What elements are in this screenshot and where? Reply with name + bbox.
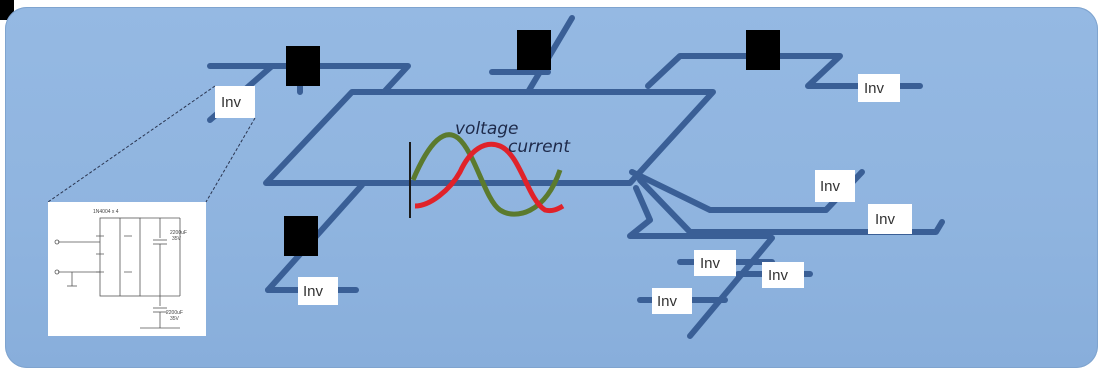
inverter-label: Inv [221, 94, 242, 111]
schematic-cap-top-voltage: 35V [172, 236, 182, 242]
inverter-box: Inv [215, 86, 255, 118]
transformer-icon [286, 46, 320, 86]
inverter-box: Inv [815, 170, 855, 202]
schematic-cap-bottom-voltage: 35V [170, 316, 180, 322]
feeder-right-2 [637, 177, 945, 235]
voltage-wave [410, 132, 563, 217]
feeder-top-right [645, 53, 923, 89]
main-grid-loop [263, 89, 716, 186]
inverter-label: Inv [700, 255, 721, 272]
inverter-label: Inv [864, 80, 885, 97]
schematic-cap-top-value: 2200uF [170, 230, 187, 236]
transformer-icon [746, 30, 780, 70]
voltage-label: voltage [455, 119, 519, 139]
feeder-right-3 [627, 185, 773, 239]
inverter-label: Inv [303, 283, 324, 300]
inverter-label: Inv [820, 178, 841, 195]
schematic-title: 1N4004 x 4 [93, 209, 119, 215]
current-wave [414, 141, 565, 214]
inverter-label: Inv [768, 267, 789, 284]
current-label: current [508, 137, 571, 157]
rectifier-schematic: 1N4004 x 4 2200uF 35V 2200uF 35V [48, 202, 206, 336]
feeder-bottom-right-diag [687, 235, 775, 339]
transformer-icon [517, 30, 551, 70]
inverter-box: Inv [298, 277, 338, 305]
zoom-lines [47, 85, 256, 203]
transformer-icon [284, 216, 318, 256]
inverter-box: Inv [762, 262, 804, 288]
inverter-label: Inv [657, 293, 678, 310]
waveforms: voltage current [409, 119, 571, 218]
schematic-cap-bottom-value: 2200uF [166, 310, 183, 316]
inverter-box: Inv [694, 250, 736, 276]
inverter-box: Inv [858, 74, 900, 102]
inverter-box: Inv [868, 204, 912, 234]
inverter-label: Inv [875, 211, 896, 228]
inverter-box: Inv [652, 288, 692, 314]
